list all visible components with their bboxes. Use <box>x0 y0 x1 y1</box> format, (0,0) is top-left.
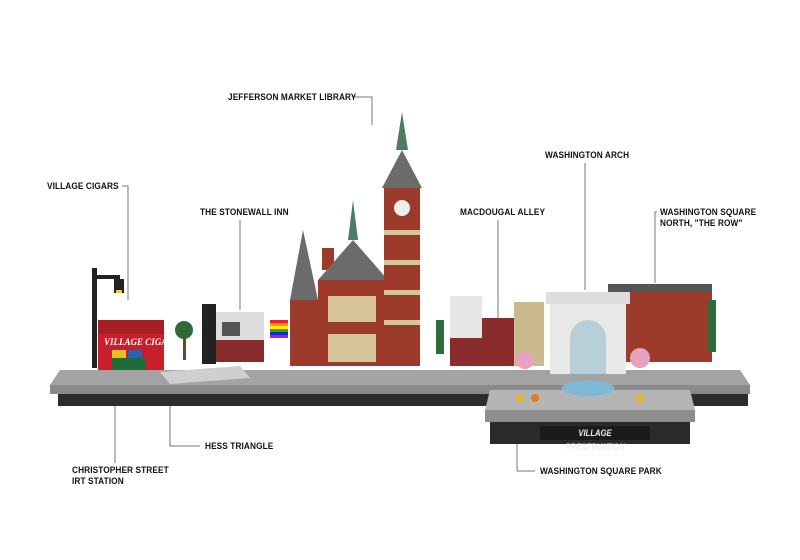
washington-arch <box>546 292 630 374</box>
label-christopher-street-line2: IRT STATION <box>72 476 124 486</box>
label-stonewall-inn: THE STONEWALL INN <box>200 207 289 217</box>
leader-cigars <box>122 185 129 300</box>
leader-park <box>516 432 535 472</box>
label-christopher-street-line1: CHRISTOPHER STREET <box>72 465 169 475</box>
leader-jefferson <box>352 96 373 125</box>
label-washington-square-north-line1: WASHINGTON SQUARE <box>660 207 757 217</box>
stonewall-inn-building <box>160 304 288 384</box>
street-lamp <box>92 268 124 368</box>
label-washington-arch: WASHINGTON ARCH <box>545 150 630 160</box>
label-village-cigars: VILLAGE CIGARS <box>47 181 119 191</box>
label-washington-square-north-line2: NORTH, "THE ROW" <box>660 218 743 228</box>
village-preservation-plaque: VILLAGE PRESERVATION <box>565 428 625 452</box>
base <box>50 370 750 444</box>
village-cigars-building: VILLAGE CIGARS <box>98 320 178 370</box>
label-macdougal-alley: MACDOUGAL ALLEY <box>460 207 546 217</box>
washington-square-park <box>516 348 650 402</box>
cigar-sign-text: VILLAGE CIGARS <box>104 337 178 347</box>
jefferson-market-library <box>290 112 422 366</box>
leader-row <box>654 211 657 283</box>
label-hess-triangle: HESS TRIANGLE <box>205 441 274 451</box>
macdougal-alley <box>436 296 544 366</box>
label-washington-square-park: WASHINGTON SQUARE PARK <box>540 466 662 476</box>
label-jefferson-market-library: JEFFERSON MARKET LIBRARY <box>228 92 357 102</box>
